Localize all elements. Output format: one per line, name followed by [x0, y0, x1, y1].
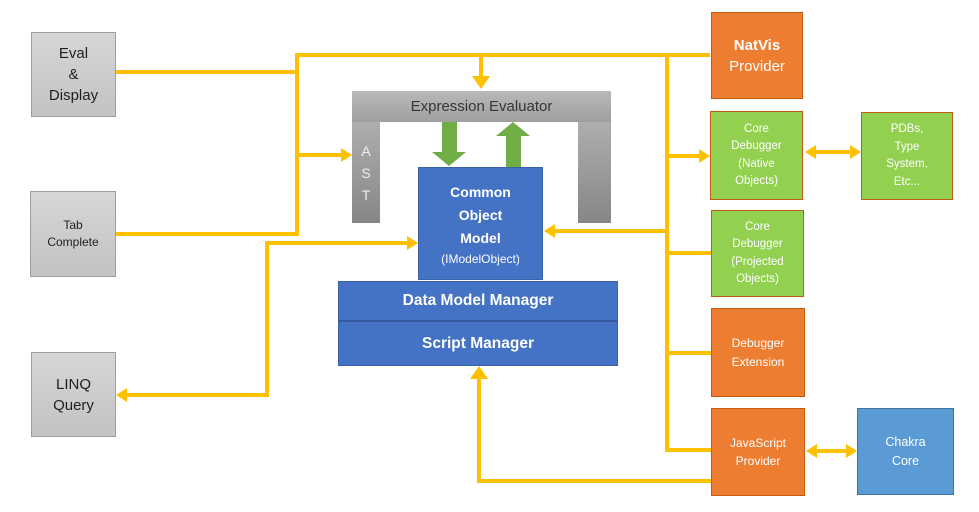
- arrowhead-into-core-native: [699, 149, 710, 163]
- debugger-extension-label: Debugger Extension: [731, 336, 785, 369]
- arrowhead-into-evaluator: [472, 76, 490, 89]
- arrowhead-into-linq: [116, 388, 127, 402]
- data-model-manager-box: Data Model Manager: [338, 281, 618, 322]
- connector-right-trunk: [665, 55, 669, 452]
- connector-to-core-native: [669, 154, 700, 158]
- core-debugger-native-label: Core Debugger (Native Objects): [731, 122, 782, 188]
- evaluator-right-pillar: [578, 122, 611, 223]
- natvis-subtitle: Provider: [729, 57, 785, 75]
- data-model-manager-label: Data Model Manager: [402, 292, 554, 309]
- ast-label: A S T: [361, 142, 371, 203]
- chakra-core-label: Chakra Core: [885, 435, 926, 468]
- natvis-provider-box: NatVis Provider: [711, 12, 803, 99]
- arrowhead-into-ast: [341, 148, 352, 162]
- connector-native-pdbs: [812, 150, 852, 154]
- pdbs-type-system-label: PDBs, Type System, Etc...: [886, 123, 928, 188]
- eval-display-box: Eval & Display: [31, 32, 116, 117]
- tab-complete-label: Tab Complete: [47, 218, 99, 249]
- tab-complete-box: Tab Complete: [30, 191, 116, 277]
- connector-to-debugger-extension: [669, 351, 712, 355]
- ast-pillar: A S T: [352, 122, 380, 223]
- common-object-model-title: Common Object Model: [450, 183, 511, 246]
- connector-js-to-script-h: [479, 479, 712, 483]
- core-debugger-projected-box: Core Debugger (Projected Objects): [711, 210, 804, 297]
- eval-display-label: Eval & Display: [48, 45, 99, 104]
- arrowhead-js-left: [806, 444, 817, 458]
- connector-tab-to-trunk: [116, 232, 299, 236]
- script-manager-label: Script Manager: [422, 334, 534, 352]
- imodelobject-label: (IModelObject): [441, 251, 520, 266]
- connector-top-to-natvis: [295, 53, 710, 57]
- expression-evaluator-label: Expression Evaluator: [410, 98, 553, 115]
- connector-eval-to-trunk: [116, 70, 299, 74]
- linq-query-label: LINQ Query: [53, 375, 94, 414]
- debugger-extension-box: Debugger Extension: [711, 308, 805, 397]
- script-manager-box: Script Manager: [338, 322, 618, 366]
- arrowhead-chakra-right: [846, 444, 857, 458]
- arrowhead-native-left: [805, 145, 816, 159]
- pdbs-type-system-box: PDBs, Type System, Etc...: [861, 112, 953, 200]
- connector-to-javascript-provider: [669, 448, 712, 452]
- connector-drop-to-evaluator: [479, 55, 483, 77]
- arrowhead-into-script-manager: [470, 366, 488, 379]
- green-up-arrow-head: [496, 122, 530, 136]
- connector-trunk-to-com: [554, 229, 667, 233]
- core-debugger-native-box: Core Debugger (Native Objects): [710, 111, 803, 200]
- chakra-core-box: Chakra Core: [857, 408, 954, 495]
- connector-to-core-projected: [669, 251, 712, 255]
- green-up-arrow-stem: [506, 136, 521, 167]
- green-down-arrow-stem: [442, 122, 457, 153]
- natvis-title: NatVis: [733, 36, 781, 54]
- green-down-arrow-head: [432, 152, 466, 166]
- arrowhead-pdbs-right: [850, 145, 861, 159]
- javascript-provider-box: JavaScript Provider: [711, 408, 805, 496]
- connector-linq-vertical: [265, 241, 269, 397]
- connector-to-ast: [299, 153, 342, 157]
- arrowhead-into-com-left: [407, 236, 418, 250]
- javascript-provider-label: JavaScript Provider: [729, 435, 787, 469]
- common-object-model-box: Common Object Model (IModelObject): [418, 167, 543, 280]
- arrowhead-into-com-right: [544, 224, 555, 238]
- connector-js-to-script-v: [477, 377, 481, 483]
- connector-js-chakra: [813, 449, 849, 453]
- connector-com-left: [267, 241, 409, 245]
- connector-to-linq: [126, 393, 269, 397]
- expression-evaluator-bar: Expression Evaluator: [352, 91, 611, 122]
- connector-left-trunk: [295, 53, 299, 236]
- linq-query-box: LINQ Query: [31, 352, 116, 437]
- core-debugger-projected-label: Core Debugger (Projected Objects): [731, 220, 784, 286]
